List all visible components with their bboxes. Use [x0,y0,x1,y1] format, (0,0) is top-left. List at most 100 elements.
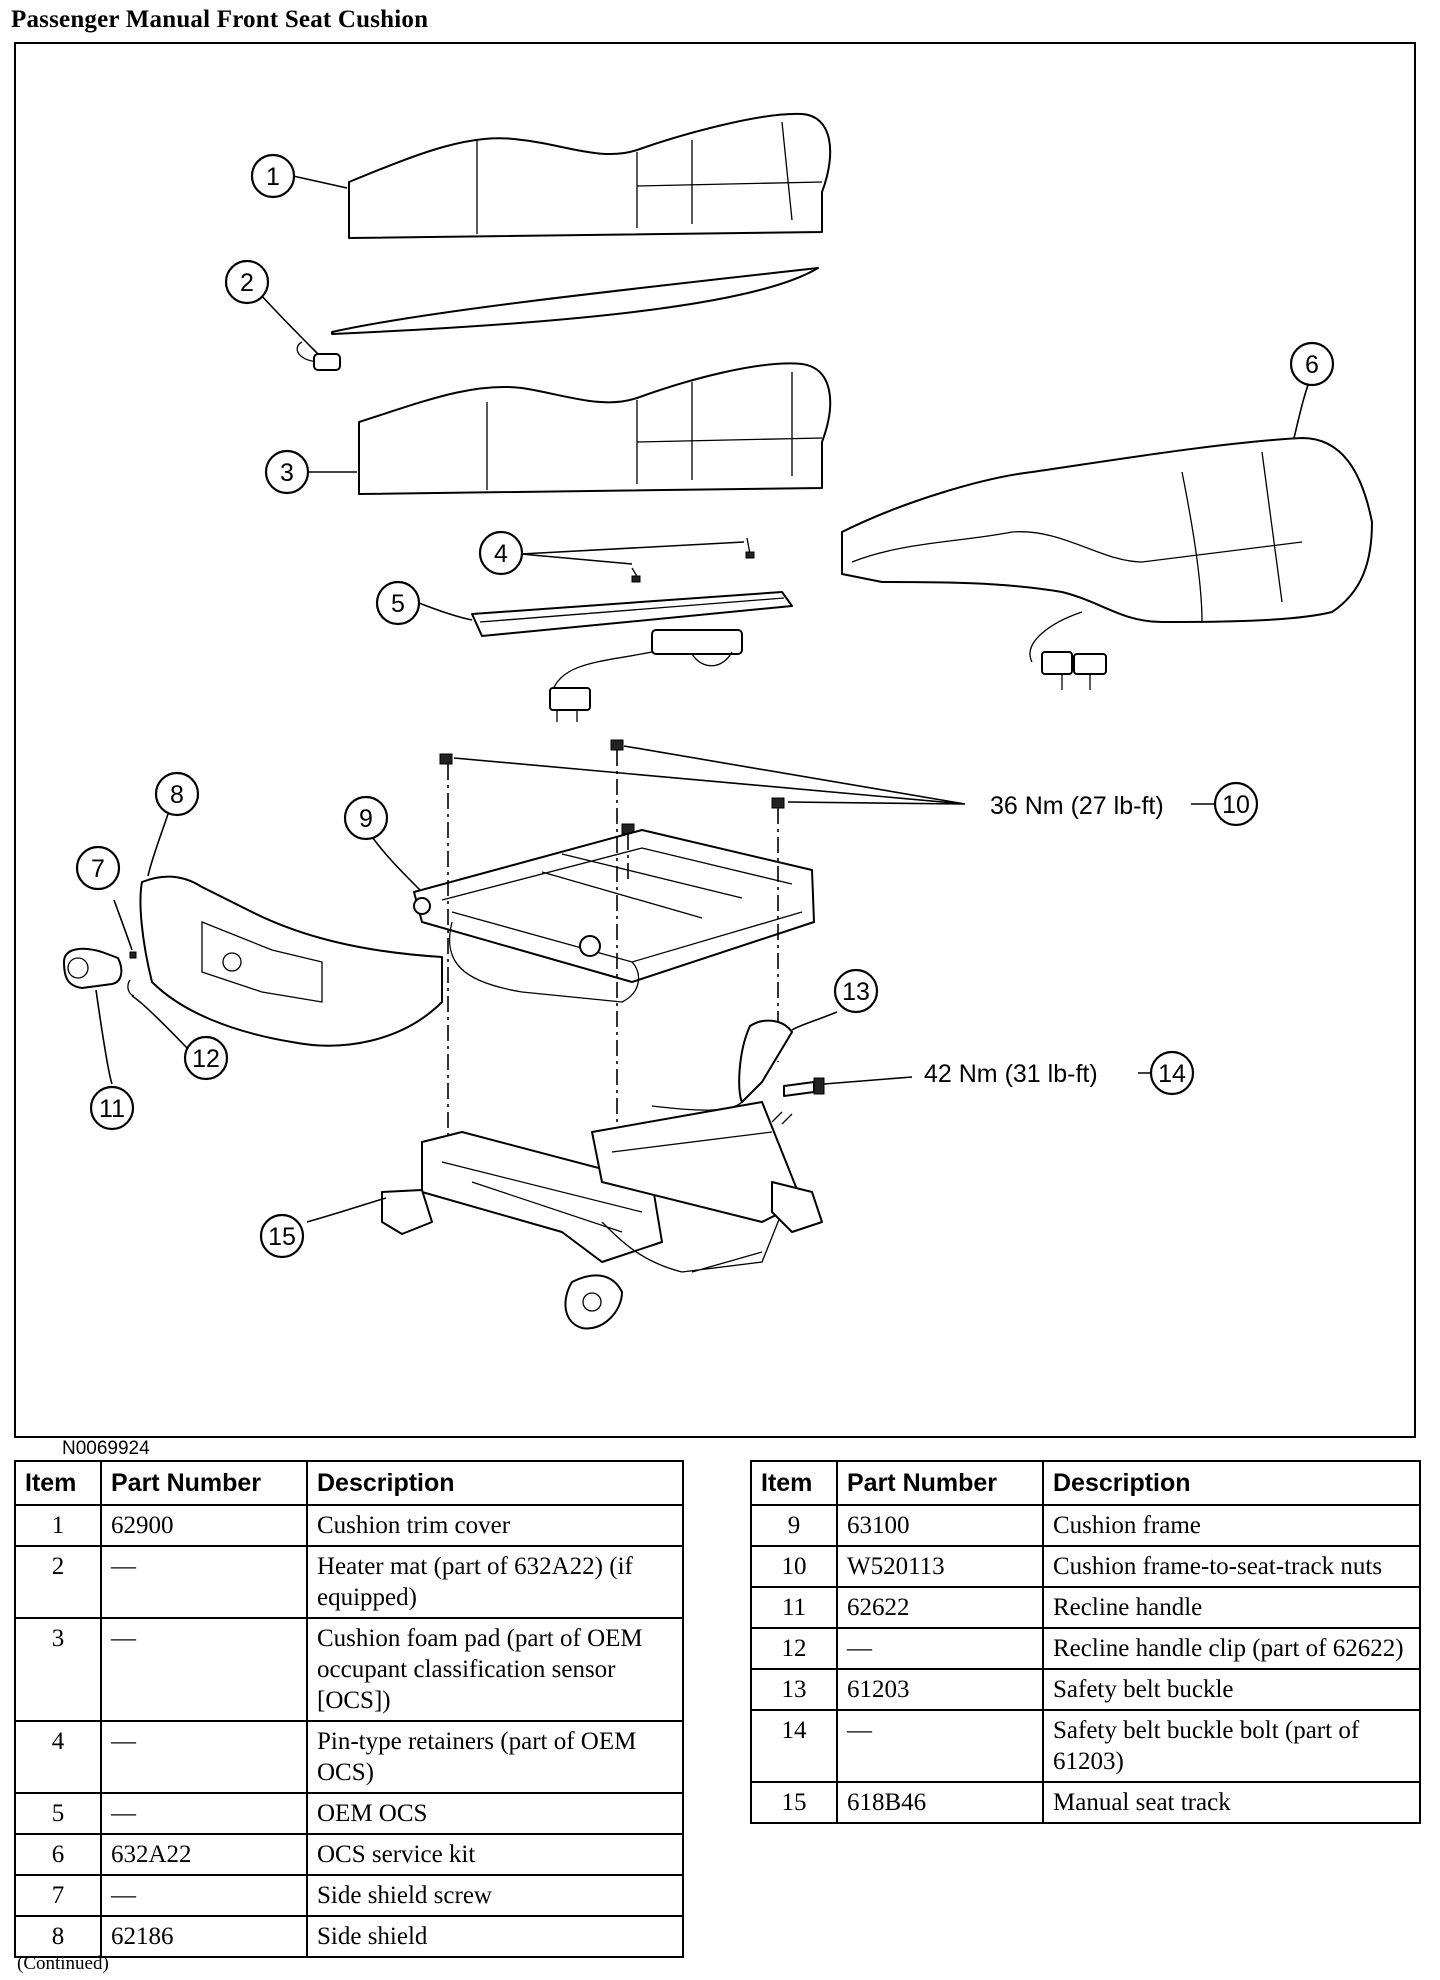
item-cell: 9 [750,1504,838,1547]
header-item: Item [14,1460,102,1506]
table-row: 14—Safety belt buckle bolt (part of 6120… [750,1709,1421,1783]
callout-circle [259,1213,305,1259]
callout-3: 3 [264,449,310,495]
callout-8: 8 [154,771,200,817]
table-header-row: Item Part Number Description [14,1460,684,1506]
description-cell: Cushion frame-to-seat-track nuts [1042,1545,1421,1588]
header-part-number: Part Number [100,1460,308,1506]
header-part-number: Part Number [836,1460,1044,1506]
item-cell: 8 [14,1915,102,1958]
header-description: Description [306,1460,684,1506]
description-cell: Safety belt buckle bolt (part of 61203) [1042,1709,1421,1783]
callout-number: 10 [1222,791,1250,819]
table-row: 4—Pin-type retainers (part of OEM OCS) [14,1720,684,1794]
cushion-trim-cover [348,112,832,239]
callout-circle [224,259,270,305]
callout-circle [89,1085,135,1131]
table-row: 12—Recline handle clip (part of 62622) [750,1627,1421,1670]
leader-lines [95,175,1309,1223]
page-title: Passenger Manual Front Seat Cushion [11,6,429,33]
description-cell: Side shield [306,1915,684,1958]
callout-circle [1289,341,1335,387]
callout-circle [264,449,310,495]
pin-retainers [631,537,755,583]
manual-seat-track [381,1101,823,1330]
part-number-cell: — [100,1720,308,1794]
part-number-cell: 618B46 [836,1781,1044,1824]
item-cell: 10 [750,1545,838,1588]
description-cell: Pin-type retainers (part of OEM OCS) [306,1720,684,1794]
description-cell: Manual seat track [1042,1781,1421,1824]
table-row: 2—Heater mat (part of 632A22) (if equipp… [14,1545,684,1619]
ocs-service-kit [841,437,1373,690]
description-cell: OEM OCS [306,1792,684,1835]
callout-number: 5 [391,590,405,618]
part-number-cell: — [100,1617,308,1722]
figure-code: N0069924 [62,1438,150,1459]
callout-circle [375,580,421,626]
side-shield-screw [129,951,137,959]
torque-label-bolt: 42 Nm (31 lb-ft) [924,1060,1098,1088]
item-cell: 2 [14,1545,102,1619]
header-description: Description [1042,1460,1421,1506]
callout-number: 14 [1158,1060,1186,1088]
callout-number: 15 [268,1223,296,1251]
callout-11: 11 [89,1085,135,1131]
description-cell: Safety belt buckle [1042,1668,1421,1711]
table-row: 5—OEM OCS [14,1792,684,1835]
callout-circle [183,1035,229,1081]
table-row: 7—Side shield screw [14,1874,684,1917]
recline-handle [63,947,123,989]
callout-13: 13 [833,968,879,1014]
callout-9: 9 [343,795,389,841]
callout-10: 10 [1213,781,1259,827]
item-cell: 5 [14,1792,102,1835]
part-number-cell: — [836,1627,1044,1670]
item-cell: 15 [750,1781,838,1824]
item-cell: 4 [14,1720,102,1794]
part-number-cell: — [836,1709,1044,1783]
callout-2: 2 [224,259,270,305]
heater-mat [296,267,819,371]
callout-number: 7 [91,855,105,883]
callout-15: 15 [259,1213,305,1259]
part-number-cell: — [100,1792,308,1835]
callout-4: 4 [478,530,524,576]
callout-7: 7 [75,845,121,891]
callout-number: 12 [192,1045,220,1073]
part-number-cell: 632A22 [100,1833,308,1876]
part-number-cell: — [100,1545,308,1619]
callout-circle [343,795,389,841]
callout-number: 1 [266,163,280,191]
callout-number: 4 [494,540,508,568]
description-cell: Heater mat (part of 632A22) (if equipped… [306,1545,684,1619]
callout-number: 8 [170,781,184,809]
item-cell: 1 [14,1504,102,1547]
item-cell: 11 [750,1586,838,1629]
callout-circle [478,530,524,576]
recline-handle-clip [127,979,135,997]
callout-circle [1149,1050,1195,1096]
callout-number: 2 [240,269,254,297]
callout-circle [75,845,121,891]
buckle-bolt [771,1077,825,1125]
description-cell: Recline handle [1042,1586,1421,1629]
callout-number: 6 [1305,351,1319,379]
callout-number: 13 [842,978,870,1006]
part-number-cell: 62622 [836,1586,1044,1629]
oem-ocs [471,591,793,722]
torque-label-nuts: 36 Nm (27 lb-ft) [990,792,1164,820]
description-cell: OCS service kit [306,1833,684,1876]
header-item: Item [750,1460,838,1506]
frame-nuts [439,739,785,835]
table-row: 3—Cushion foam pad (part of OEM occupant… [14,1617,684,1722]
